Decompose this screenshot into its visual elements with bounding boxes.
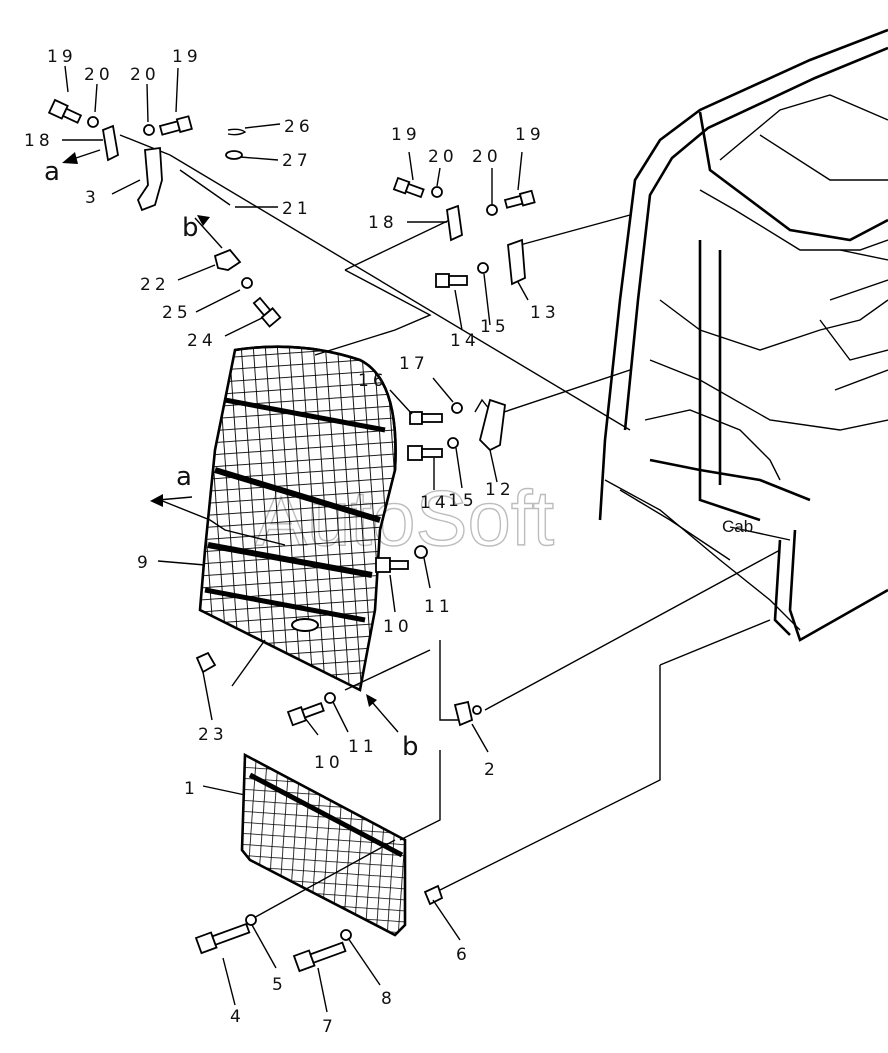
- view-marker-b-low: b: [402, 732, 419, 762]
- hardware-parts: [47, 98, 536, 973]
- callout-10: 10: [383, 617, 413, 637]
- callout-2: 2: [484, 760, 499, 780]
- callout-12: 12: [485, 480, 515, 500]
- view-arrows: [62, 149, 399, 733]
- callout-19: 19: [515, 125, 545, 145]
- front-guard-screen: [198, 345, 397, 692]
- callout-15: 15: [480, 317, 510, 337]
- callout-20: 20: [130, 65, 160, 85]
- callout-26: 26: [284, 117, 314, 137]
- cab-label: Cab: [722, 517, 753, 536]
- callout-5: 5: [272, 975, 287, 995]
- callout-27: 27: [282, 151, 312, 171]
- callout-11: 11: [348, 737, 378, 757]
- callout-7: 7: [322, 1017, 337, 1037]
- callout-11: 11: [424, 597, 454, 617]
- callout-3: 3: [85, 188, 100, 208]
- callout-16: 16: [358, 371, 388, 391]
- callout-19: 19: [47, 47, 77, 67]
- callout-17: 17: [399, 354, 429, 374]
- callout-leaders: [62, 65, 791, 1013]
- callout-8: 8: [381, 989, 396, 1009]
- view-marker-a-mid: a: [176, 462, 192, 492]
- callout-4: 4: [230, 1007, 245, 1027]
- view-marker-a-top: a: [44, 157, 60, 187]
- callout-22: 22: [140, 275, 170, 295]
- callout-20: 20: [472, 147, 502, 167]
- callout-13: 13: [530, 303, 560, 323]
- callout-10: 10: [314, 753, 344, 773]
- cab-frame: [598, 28, 888, 642]
- lower-guard-screen: [240, 752, 407, 937]
- callout-14: 14: [450, 331, 480, 351]
- callout-19: 19: [172, 47, 202, 67]
- callout-20: 20: [84, 65, 114, 85]
- callout-numbers: 19 20 20 19 18 3 26 27 21 22 25 24 19 20…: [24, 47, 560, 1037]
- callout-15: 15: [448, 491, 478, 511]
- callout-23: 23: [198, 725, 228, 745]
- callout-18: 18: [368, 213, 398, 233]
- callout-1: 1: [184, 779, 199, 799]
- callout-6: 6: [456, 945, 471, 965]
- view-marker-b-top: b: [182, 213, 199, 243]
- callout-25: 25: [162, 303, 192, 323]
- callout-20: 20: [428, 147, 458, 167]
- callout-9: 9: [137, 553, 152, 573]
- callout-18: 18: [24, 131, 54, 151]
- callout-19: 19: [391, 125, 421, 145]
- callout-24: 24: [187, 331, 217, 351]
- callout-21: 21: [282, 199, 312, 219]
- callout-14: 14: [420, 493, 450, 513]
